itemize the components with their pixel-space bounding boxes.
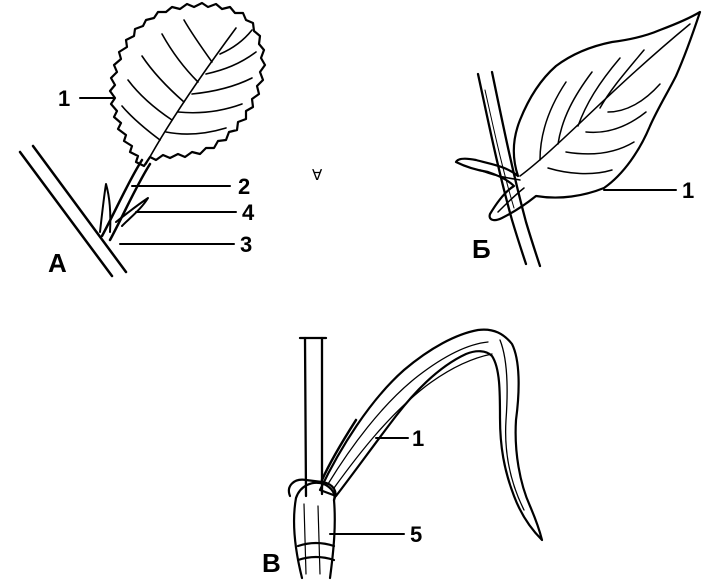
panel-v-callout-1: 1 — [412, 426, 424, 451]
panel-b-letter: Б — [472, 234, 491, 264]
panel-b-callout-1: 1 — [682, 178, 694, 203]
panel-v-leaf-blade — [320, 330, 542, 540]
panel-a-callout-3: 3 — [240, 232, 252, 257]
panel-a-callout-4: 4 — [242, 200, 255, 225]
panel-a-veins — [122, 20, 256, 164]
panel-a-leaf-blade — [110, 3, 265, 166]
panel-b-leaf-blade — [456, 12, 700, 220]
panel-v: 1 5 В — [262, 330, 542, 578]
panel-b: 1 Б — [456, 12, 700, 266]
panel-v-veins — [322, 340, 524, 510]
panel-a-letter: А — [48, 248, 67, 278]
panel-a-callout-1: 1 — [58, 86, 70, 111]
panel-a-leaders — [80, 98, 236, 244]
panel-a-callout-2: 2 — [238, 174, 250, 199]
panel-a: 1 2 4 3 А — [20, 3, 265, 278]
stray-mark: ꓯ — [312, 167, 323, 184]
panel-v-letter: В — [262, 548, 281, 578]
panel-v-sheath — [294, 483, 335, 578]
panel-v-stem — [300, 338, 326, 496]
panel-v-callout-5: 5 — [410, 522, 422, 547]
